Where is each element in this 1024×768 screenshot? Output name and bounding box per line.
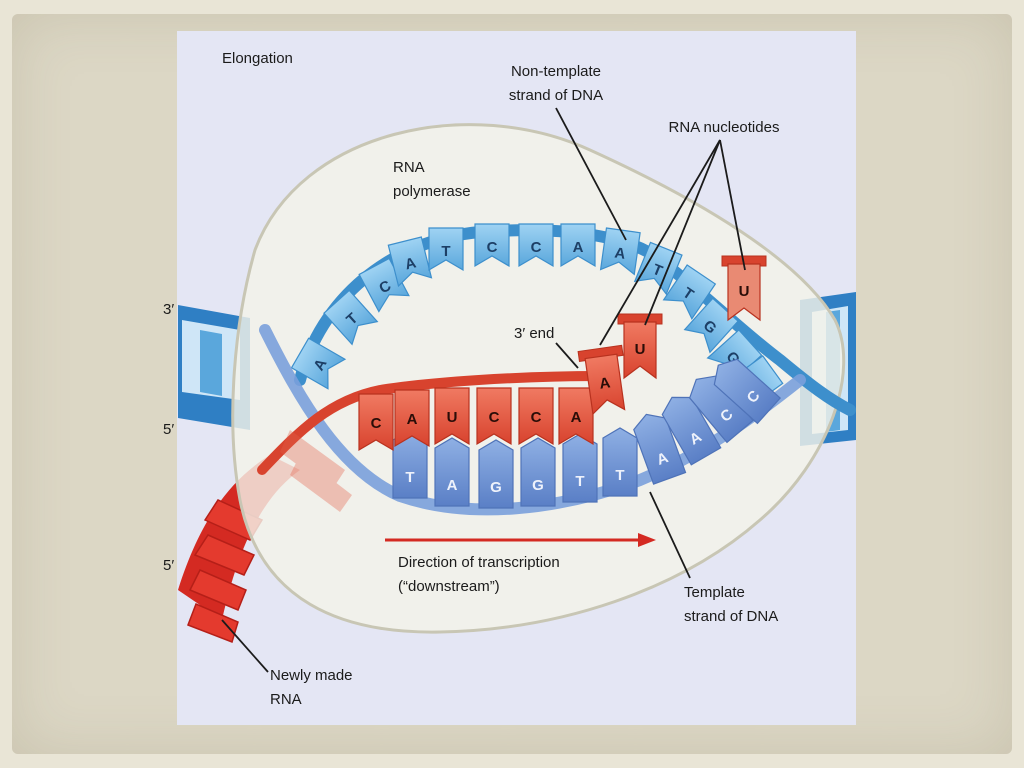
non-template-base: C <box>474 223 510 268</box>
template-base: A <box>661 396 722 466</box>
rna-base: A <box>394 389 430 448</box>
rna-polymerase-label-line2: polymerase <box>393 183 471 200</box>
newly-made-rna-label-line2: RNA <box>270 691 302 708</box>
rna-backbone <box>257 371 605 475</box>
template-backbone <box>259 324 806 516</box>
template-base: C <box>713 358 782 425</box>
five-prime-marker-bottom: 5′ <box>163 557 174 574</box>
template-base: T <box>602 427 638 497</box>
non-template-base-letter: A <box>573 239 584 256</box>
non-template-base-letter: C <box>531 239 542 256</box>
rna-nucleotide-leader-1 <box>599 139 721 346</box>
rna-faded-tail <box>280 430 352 512</box>
template-base: A <box>633 413 687 485</box>
non-template-leader <box>555 107 627 241</box>
rna-base-letter: C <box>371 415 382 432</box>
template-base: G <box>520 437 556 507</box>
non-template-base: T <box>428 227 464 272</box>
three-prime-end-leader <box>555 342 579 369</box>
template-base-letter: A <box>447 477 458 494</box>
non-template-base-letter: A <box>613 244 626 262</box>
diagram-title: Elongation <box>222 50 293 67</box>
rna-base: U <box>434 387 470 446</box>
template-base: A <box>434 437 470 507</box>
non-template-base: C <box>518 223 554 268</box>
rna-base-letter: A <box>571 409 582 426</box>
three-prime-end-label: 3′ end <box>514 325 554 342</box>
free-rna-nucleotide-letter: A <box>598 374 611 392</box>
rna-base: C <box>476 387 512 446</box>
free-rna-nucleotide[interactable]: U <box>617 313 663 380</box>
template-base: T <box>562 433 598 503</box>
rna-base-letter: C <box>489 409 500 426</box>
template-base-letter: T <box>405 469 414 486</box>
newly-made-rna-label-line1: Newly made <box>270 667 353 684</box>
non-template-base: A <box>290 337 347 390</box>
non-template-base: T <box>323 289 379 346</box>
non-template-label-line1: Non-template <box>511 63 601 80</box>
rna-nucleotide-leader-3 <box>719 139 746 271</box>
direction-label-line1: Direction of transcription <box>398 554 560 571</box>
free-rna-nucleotide[interactable]: A <box>577 344 630 416</box>
non-template-base-letter: T <box>441 243 450 260</box>
rna-base: A <box>558 387 594 446</box>
rna-base-letter: C <box>531 409 542 426</box>
template-label-line1: Template <box>684 584 745 601</box>
rna-nucleotide-leader-2 <box>644 139 721 326</box>
rna-polymerase-label-line1: RNA <box>393 159 425 176</box>
rna-base-letter: U <box>447 409 458 426</box>
non-template-base: A <box>560 223 596 268</box>
rna-nucleotides-label: RNA nucleotides <box>669 119 780 136</box>
direction-label-line2: (“downstream”) <box>398 578 500 595</box>
template-label-line2: strand of DNA <box>684 608 778 625</box>
template-base-letter: G <box>532 477 544 494</box>
three-prime-marker: 3′ <box>163 301 174 318</box>
non-template-base: C <box>358 257 410 313</box>
template-base: G <box>478 439 514 509</box>
dna-left-exit <box>178 305 250 430</box>
leader-lines <box>221 107 746 673</box>
non-template-base: A <box>387 236 433 288</box>
template-base-letter: T <box>615 467 624 484</box>
rna-base-letter: A <box>407 411 418 428</box>
rna-base: C <box>518 387 554 446</box>
template-base-letter: G <box>490 479 502 496</box>
template-base-letter: T <box>575 473 584 490</box>
non-template-base-letter: A <box>403 254 418 273</box>
free-rna-nucleotide-letter: U <box>739 283 750 300</box>
template-leader <box>649 491 691 579</box>
free-rna-nucleotide-letter: U <box>635 341 646 358</box>
non-template-base: A <box>599 227 641 276</box>
direction-arrow <box>385 533 656 547</box>
non-template-base-letter: C <box>487 239 498 256</box>
free-rna-nucleotides[interactable]: A U U <box>577 255 767 416</box>
non-template-base: T <box>662 264 717 321</box>
non-template-base: G <box>683 297 739 354</box>
non-template-label-line2: strand of DNA <box>509 87 603 104</box>
newly-made-rna-leader <box>221 619 269 673</box>
five-prime-marker-mid: 5′ <box>163 421 174 438</box>
rna-base: C <box>358 393 394 452</box>
